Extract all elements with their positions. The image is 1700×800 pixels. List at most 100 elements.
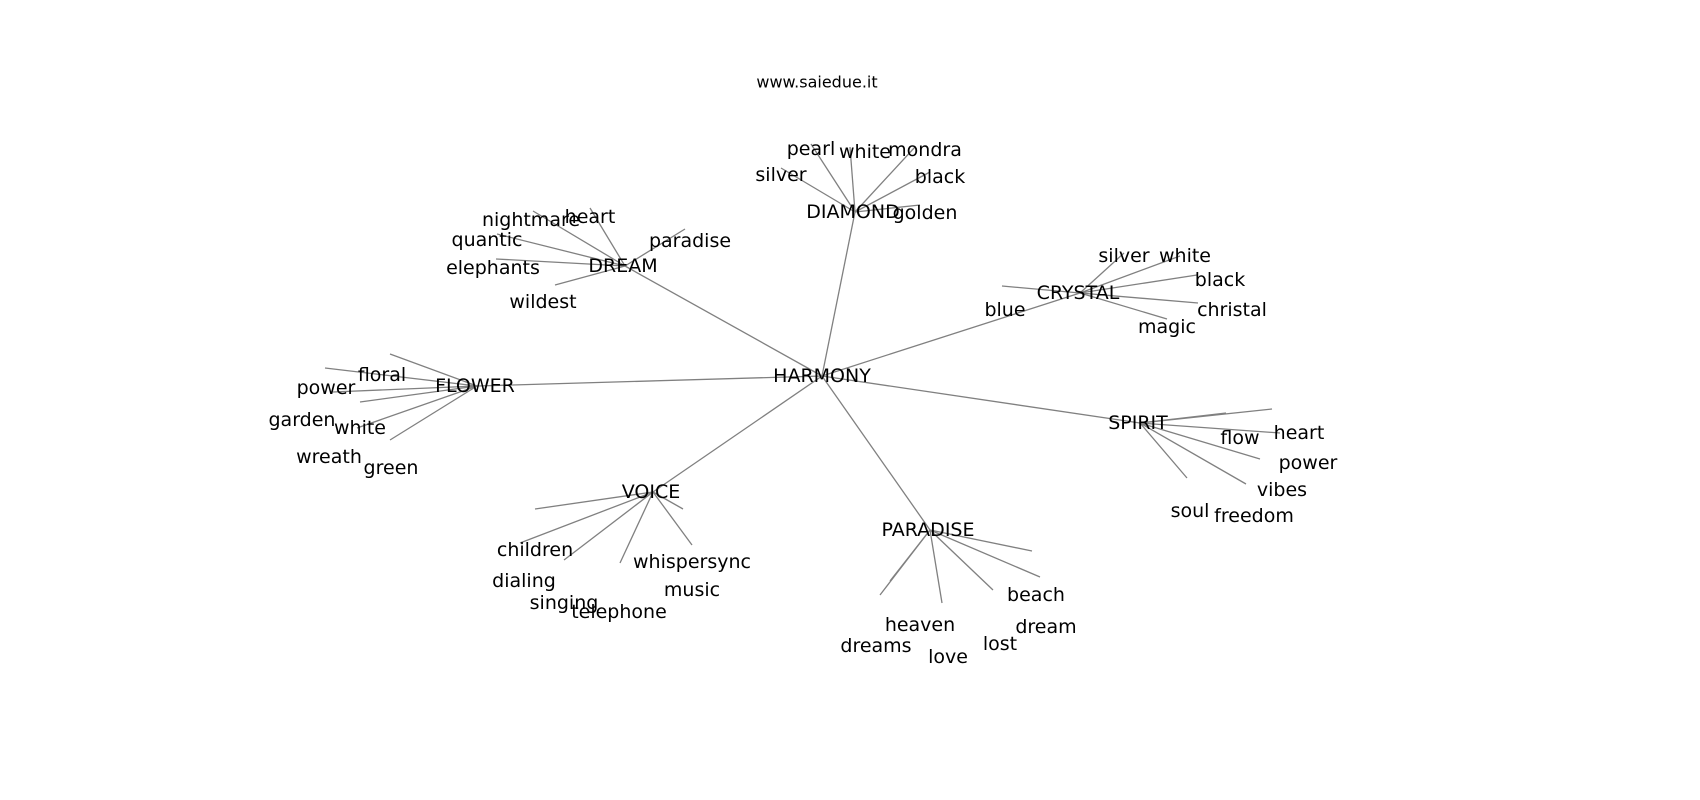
edge-paradise-beach	[929, 529, 1033, 552]
edges-layer	[324, 143, 1281, 604]
branch-node-paradise: PARADISE	[882, 519, 975, 541]
edge-voice-children	[534, 491, 654, 510]
leaf-node-spirit-vibes: vibes	[1257, 479, 1307, 501]
leaf-node-paradise-heaven: heaven	[885, 614, 955, 636]
edge-root-paradise	[821, 375, 931, 531]
leaf-node-diamond-mondra: mondra	[888, 139, 962, 161]
edge-spirit-power	[1139, 422, 1281, 434]
leaf-node-dream-quantic: quantic	[452, 229, 523, 251]
edge-dream-heart	[589, 207, 626, 267]
edge-root-crystal	[821, 292, 1081, 377]
leaf-node-flower-floral: floral	[358, 364, 406, 386]
leaf-node-diamond-golden: golden	[893, 202, 958, 224]
leaf-node-voice-telephone: telephone	[571, 601, 667, 623]
branch-node-voice: VOICE	[622, 481, 681, 503]
edge-root-spirit	[821, 375, 1141, 424]
leaf-node-voice-music: music	[664, 579, 720, 601]
edge-spirit-soul	[1139, 422, 1188, 479]
edge-root-diamond	[821, 211, 856, 377]
leaf-node-crystal-christal: christal	[1197, 299, 1267, 321]
branch-node-crystal: CRYSTAL	[1037, 282, 1120, 304]
leaf-node-voice-children: children	[497, 539, 573, 561]
leaf-node-spirit-power: power	[1279, 452, 1338, 474]
leaf-node-crystal-magic: magic	[1138, 316, 1196, 338]
leaf-node-flower-white: white	[334, 417, 386, 439]
branch-node-diamond: DIAMOND	[806, 201, 899, 223]
leaf-node-paradise-love: love	[928, 646, 968, 668]
leaf-node-paradise-dreams: dreams	[840, 635, 911, 657]
leaf-node-dream-wildest: wildest	[509, 291, 576, 313]
edge-flower-wreath	[356, 385, 478, 429]
leaf-node-diamond-black: black	[915, 166, 965, 188]
edge-crystal-magic	[1079, 292, 1168, 320]
edge-spirit-vibes	[1139, 422, 1261, 460]
leaf-node-crystal-black: black	[1195, 269, 1245, 291]
edge-crystal-black	[1079, 274, 1198, 294]
edge-flower-white	[359, 385, 478, 403]
edge-crystal-white	[1079, 255, 1181, 294]
site-title: www.saiedue.it	[756, 73, 877, 92]
leaf-node-paradise-dream: dream	[1015, 616, 1076, 638]
edge-dream-elephants	[495, 258, 626, 267]
root-node-harmony: HARMONY	[773, 365, 871, 387]
leaf-node-voice-singing: singing	[530, 592, 599, 614]
leaf-node-flower-power: power	[297, 377, 356, 399]
edge-voice-whispersync	[652, 491, 684, 510]
edge-spirit-freedom	[1139, 422, 1247, 485]
leaf-node-dream-heart: heart	[565, 206, 616, 228]
leaf-node-voice-whispersync: whispersync	[633, 551, 751, 573]
leaf-node-diamond-pearl: pearl	[787, 138, 835, 160]
edge-root-voice	[652, 375, 823, 493]
edge-root-dream	[624, 265, 823, 377]
leaf-node-flower-green: green	[364, 457, 419, 479]
edge-diamond-golden	[854, 204, 921, 213]
edge-diamond-pearl	[810, 143, 856, 213]
leaf-node-crystal-white: white	[1159, 245, 1211, 267]
edge-dream-nightmare	[532, 210, 626, 267]
edge-flower-garden	[332, 385, 478, 393]
branch-node-dream: DREAM	[588, 255, 657, 277]
leaf-node-dream-nightmare: nightmare	[482, 209, 580, 231]
leaf-node-paradise-lost: lost	[983, 633, 1017, 655]
leaf-node-paradise-beach: beach	[1007, 584, 1065, 606]
edge-flower-green	[389, 385, 478, 441]
leaf-node-flower-wreath: wreath	[296, 446, 362, 468]
edge-dream-quantic	[496, 233, 626, 267]
branch-node-flower: FLOWER	[435, 375, 515, 397]
leaf-node-spirit-heart: heart	[1274, 422, 1325, 444]
branch-node-spirit: SPIRIT	[1108, 412, 1168, 434]
leaf-node-diamond-white: white	[839, 141, 891, 163]
leaf-node-spirit-flow: flow	[1220, 427, 1259, 449]
leaf-node-spirit-freedom: freedom	[1214, 505, 1294, 527]
edge-flower-floral	[389, 353, 478, 387]
leaf-node-voice-dialing: dialing	[492, 570, 556, 592]
leaf-node-spirit-soul: soul	[1171, 500, 1210, 522]
leaf-node-crystal-silver: silver	[1098, 245, 1149, 267]
edge-dream-wildest	[554, 265, 626, 286]
edge-paradise-dream	[929, 529, 1041, 578]
edge-crystal-christal	[1079, 292, 1199, 304]
edge-flower-power	[324, 367, 478, 387]
leaf-node-dream-elephants: elephants	[446, 257, 540, 279]
leaf-node-flower-garden: garden	[269, 409, 336, 431]
leaf-node-diamond-silver: silver	[755, 164, 806, 186]
edge-diamond-black	[854, 171, 931, 213]
leaf-node-crystal-blue: blue	[984, 299, 1025, 321]
edge-paradise-dreams	[879, 529, 931, 596]
edge-root-flower	[476, 375, 823, 387]
edge-voice-singing	[563, 491, 654, 561]
edge-spirit-flow	[1139, 412, 1227, 424]
edge-crystal-blue	[1001, 285, 1081, 294]
edge-paradise-lost	[929, 529, 994, 591]
edge-diamond-mondra	[854, 146, 916, 213]
leaf-node-dream-paradise: paradise	[649, 230, 731, 252]
edge-voice-dialing	[519, 491, 654, 544]
edge-paradise-love	[929, 529, 943, 604]
edge-crystal-silver	[1079, 252, 1125, 294]
edge-diamond-silver	[780, 167, 856, 213]
edge-diamond-white	[849, 146, 856, 213]
edge-voice-music	[652, 491, 693, 546]
